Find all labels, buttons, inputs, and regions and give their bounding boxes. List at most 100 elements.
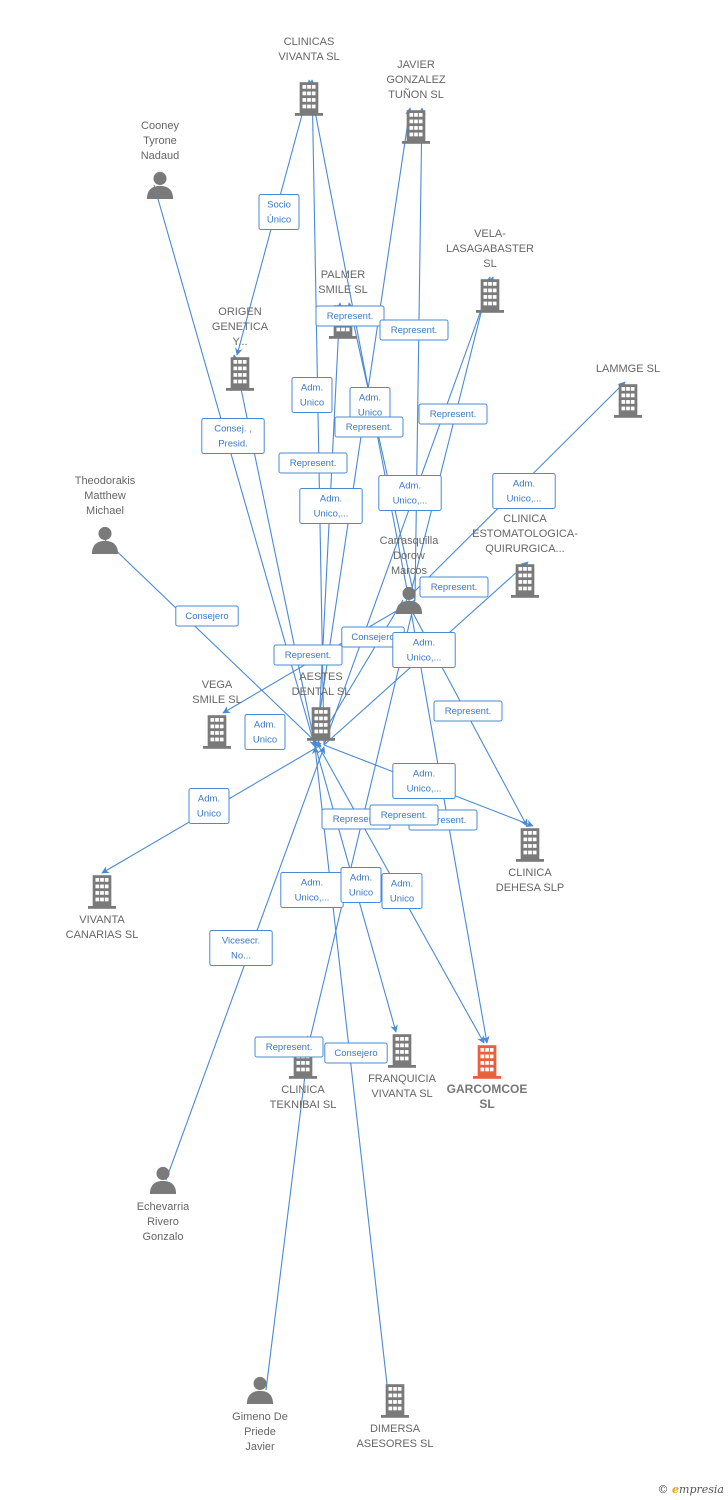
building-icon [511,564,539,598]
edge-label-extra[interactable]: Consej. , Presid. [201,418,265,454]
edge-label-carrasquilla-palmer[interactable]: Adm.Unico [291,377,333,413]
edge-label-aestes-vivanta_canarias[interactable]: Adm.Unico [188,788,230,824]
node-label: Dorow [393,550,425,562]
node-label: QUIRURGICA... [485,543,564,555]
edge-label-carrasquilla-lammge[interactable]: Adm.Unico,... [492,473,556,509]
building-icon [473,1045,501,1079]
edge-label-extra[interactable]: Represent. [369,804,439,826]
edge-label-extra[interactable]: Represent. [334,416,404,438]
empresia-logo-text: mpresia [679,1483,724,1496]
edge-label-text: Adm. [399,481,421,492]
node-label: Javier [245,1441,275,1453]
node-label: Marcos [391,565,428,577]
edge-label-carrasquilla-vela[interactable]: Represent. [379,319,449,341]
edge-label-echevarria-aestes[interactable]: Vicesecr.No... [209,930,273,966]
node-label: AESTES [299,671,342,683]
edge-label-extra[interactable]: Adm. Unico,... [299,488,363,524]
edge-label-aestes-vela[interactable]: Represent. [418,403,488,425]
node-label: Carrasquilla [380,535,440,547]
edge-theodorakis-to-aestes [104,539,322,748]
node-label: VIVANTA [79,914,125,926]
edge-label-text: Unico,... [314,509,349,520]
edge-label-text: Represent. [391,325,437,336]
building-icon [88,875,116,909]
node-label: Gimeno De [232,1411,288,1423]
edge-label-text: Unico,... [295,893,330,904]
edge-label-text: Presid. [218,439,248,450]
building-icon [203,715,231,749]
edge-label-text: Adm. [320,494,342,505]
node-label: DENTAL SL [292,686,351,698]
node-label: CLINICA [508,867,552,879]
node-label: JAVIER [397,59,435,71]
node-origen[interactable]: ORIGENGENETICAY... [212,306,269,391]
edge-carrasquilla-to-palmer [346,302,416,601]
edge-label-text: Represent. [290,458,336,469]
edge-label-text: Consejero [351,632,394,643]
node-label: PALMER [321,269,365,281]
edge-label-text: Consej. , [214,424,252,435]
node-clinica_estomatologica[interactable]: CLINICAESTOMATOLOGICA-QUIRURGICA... [472,513,578,598]
edge-carrasquilla-to-javier_gonzalez [414,107,426,601]
edge-label-text: Unico [390,894,414,905]
edge-label-extra[interactable]: Adm.Unico,... [392,632,456,668]
edge-label-extra[interactable]: Adm.Unico,... [392,763,456,799]
node-label: Matthew [84,490,126,502]
edge-label-aestes-origen[interactable]: Represent. [278,452,348,474]
edge-label-extra[interactable]: Adm.Unico,... [280,872,344,908]
edge-label-extra[interactable]: Adm.Unico [349,387,391,423]
empresia-credit[interactable]: © empresia [658,1483,724,1496]
edge-label-text: Socio [267,200,291,211]
node-label: DIMERSA [370,1423,421,1435]
node-label: LAMMGE SL [596,363,660,375]
building-icon [381,1384,409,1418]
edge-label-text: Unico,... [407,784,442,795]
edge-label-carrasquilla-vega[interactable]: Represent. [273,644,343,666]
edge-label-text: Unico [253,735,277,746]
edge-label-carrasquilla-clinica_dehesa[interactable]: Represent. [433,700,503,722]
edge-label-extra[interactable]: Consejero [324,1042,388,1064]
edge-label-aestes-garcomcoe[interactable]: Adm.Unico [381,873,423,909]
node-aestes[interactable]: AESTES DENTAL SL [292,671,351,741]
edge-label-aestes-clinica_estomatologica[interactable]: Represent. [419,576,489,598]
edge-label-text: Unico [197,809,221,820]
edge-label-extra[interactable]: Adm.Unico [340,867,382,903]
edge-label-extra[interactable]: Adm.Unico [244,714,286,750]
node-label: VIVANTA SL [278,51,339,63]
building-icon [226,357,254,391]
edge-label-extra[interactable]: Adm.Unico,... [378,475,442,511]
node-label: Echevarria [137,1201,190,1213]
node-label: Priede [244,1426,276,1438]
node-lammge[interactable]: LAMMGE SL [596,363,660,418]
edge-label-theodorakis-aestes[interactable]: Consejero [175,605,239,627]
node-label: Rivero [147,1216,179,1228]
node-label: Cooney [141,120,179,132]
node-label: VELA- [474,228,506,240]
edge-label-carrasquilla-clinica_teknibai[interactable]: Represent. [254,1036,324,1058]
edge-label-aestes-palmer[interactable]: Represent. [315,305,385,327]
edge-label-text: Represent. [285,650,331,661]
edge-label-text: Adm. [359,393,381,404]
edge-label-carrasquilla-aestes[interactable]: Consejero [341,626,405,648]
node-label: TUÑON SL [388,88,444,101]
copyright-icon: © [657,1483,669,1496]
node-label: Theodorakis [75,475,136,487]
edge-label-text: Adm. [513,479,535,490]
